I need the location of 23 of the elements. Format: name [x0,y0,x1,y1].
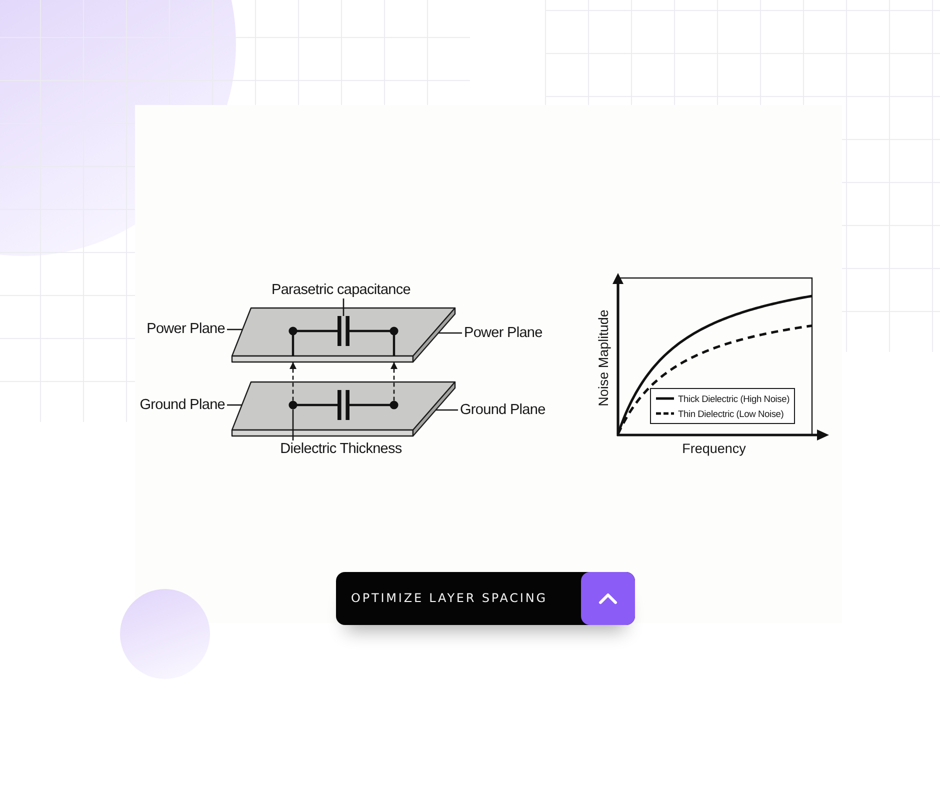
callout-label: Ground Plane [458,402,548,418]
dashed-arrow [390,362,398,401]
leader-line [227,328,242,330]
callout-label: Parasetric capacitance [270,282,412,298]
leader-line [292,409,294,440]
callout-label: Dielectric Thickness [278,440,404,458]
callout-label: Ground Plane [138,396,227,414]
plane-slab [232,308,456,363]
capacitor-symbol [288,390,398,420]
capacitor-symbol [288,316,398,356]
leader-line [436,409,458,411]
legend-label: Thick Dielectric (High Noise) [678,392,790,404]
legend-label: Thin Dielectric (Low Noise) [678,408,784,420]
callout-label: Power Plane [144,321,227,338]
axis-title: Frequency [682,441,746,457]
dashed-arrow [290,362,296,401]
leader-line [438,332,462,334]
leader-line [227,404,242,406]
axis-title: Noise Maplitude [596,310,612,406]
action-button: OPTIMIZE LAYER SPACING [336,572,635,625]
plane-slab [232,382,456,437]
callout-label: Power Plane [462,324,544,342]
leader-line [342,298,344,316]
